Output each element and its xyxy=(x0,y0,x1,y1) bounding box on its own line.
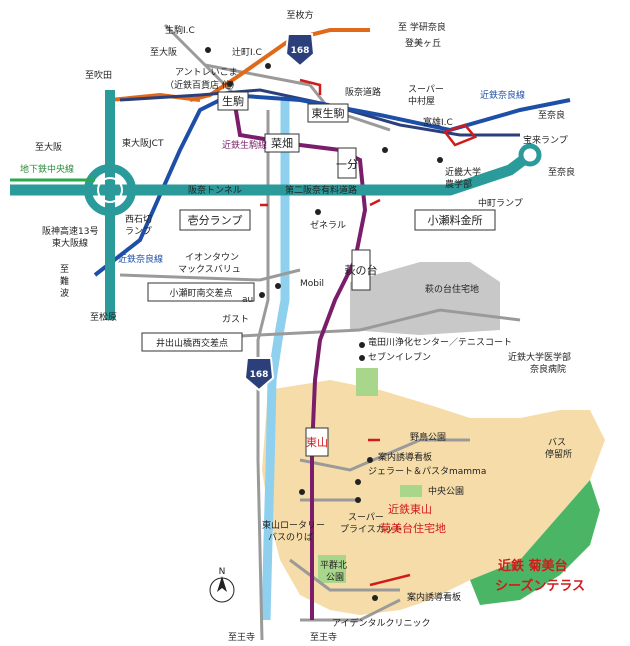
mobil-label: Mobil xyxy=(300,279,324,289)
super-price-2: プライスカット xyxy=(340,524,403,535)
route-shield-168-mid: 168 xyxy=(243,357,275,392)
highlight-title-1: 近鉄 菊美台 xyxy=(498,558,568,574)
dir-ouji-2: 至王寺 xyxy=(310,632,337,643)
chuo-park-fill xyxy=(400,485,422,497)
dir-namba-2: 難 xyxy=(60,275,69,287)
dir-suita: 至吹田 xyxy=(85,69,112,81)
route-shield-168-top: 168 xyxy=(284,33,316,68)
clinic-label: アイデンタルクリニック xyxy=(332,617,431,629)
nabata-label: 菜畑 xyxy=(271,137,293,150)
antre-label-1: アントレいこま xyxy=(175,67,238,78)
ichibu-ramp-label: 壱分ランプ xyxy=(188,213,243,227)
aeon-1: イオンタウン xyxy=(185,252,239,263)
hagidai-area-fill xyxy=(350,262,500,335)
supermarket-label-2: 中村屋 xyxy=(408,95,435,107)
gas-label: ガスト xyxy=(222,314,249,325)
chuo-park-label: 中央公園 xyxy=(428,485,464,497)
houran-label: 宝来ランプ xyxy=(523,134,568,146)
kasagi-tunnel-label: 阪奈トンネル xyxy=(188,184,242,196)
osaka-chuo-label: 地下鉄中央線 xyxy=(20,163,74,175)
dir-namba-3: 波 xyxy=(60,287,69,299)
gelato-label: ジェラート＆パスタmamma xyxy=(368,466,486,477)
tatsuta-center-label: 竜田川浄化センター／テニスコート xyxy=(368,336,512,348)
chumachi-label: 中町ランプ xyxy=(478,197,523,209)
kikumi-area-2: 菊美台住宅地 xyxy=(380,521,446,535)
daini-hanna-label: 第二阪奈有料道路 xyxy=(285,184,357,196)
nursing-2: 奈良病院 xyxy=(530,363,566,375)
svg-text:N: N xyxy=(219,567,226,577)
kikumi-area-1: 近鉄東山 xyxy=(388,502,432,516)
heigun-park-1: 平群北 xyxy=(320,559,347,571)
dir-nara-e: 至奈良 xyxy=(538,109,565,121)
guide1-label: 案内誘導看板 xyxy=(378,451,432,463)
higashiyama-label: 東山 xyxy=(306,436,328,449)
hanshin13-label: 阪神高速13号 xyxy=(42,225,98,237)
hagidai-area-label: 萩の台住宅地 xyxy=(425,283,479,295)
jct-ring-inner xyxy=(97,177,123,203)
super-price-1: スーパー xyxy=(348,512,384,523)
nishiishikiri-2: ランプ xyxy=(125,226,152,237)
higashi-ikoma-label: 東生駒 xyxy=(312,106,345,120)
dir-osaka-top: 至大阪 xyxy=(150,46,177,58)
aeon-2: マックスバリュ xyxy=(178,264,241,275)
ide-junction-label: 井出山橋西交差点 xyxy=(156,337,228,349)
dir-nara-e2: 至奈良 xyxy=(548,166,575,178)
kindai-agri-1: 近畿大学 xyxy=(445,166,481,178)
higashiosaka-jct-label: 東大阪JCT xyxy=(122,137,164,149)
bus-stop-1: バス xyxy=(548,437,566,448)
rotary-2: バスのりば xyxy=(268,532,313,543)
kikumi-area-fill xyxy=(262,380,605,615)
kose-toll-label: 小瀬料金所 xyxy=(428,213,483,227)
heigun-park-2: 公園 xyxy=(326,572,344,583)
hagi-no-dai-label: 萩の台 xyxy=(345,263,378,277)
kindai-agri-2: 農学部 xyxy=(445,178,472,190)
supermarket-label-1: スーパー xyxy=(408,84,444,95)
dir-namba-1: 至 xyxy=(60,264,69,275)
ikoma-label: 生駒 xyxy=(222,94,244,108)
poi-dots xyxy=(205,47,443,601)
kintetsu-nara-label: 近鉄奈良線 xyxy=(480,89,525,101)
svg-text:168: 168 xyxy=(291,46,310,56)
kose-junction-label: 小瀬町南交差点 xyxy=(169,287,232,299)
antre-label-2: （近鉄百貨店 他） xyxy=(165,79,240,91)
bus-stop-2: 停留所 xyxy=(545,448,572,460)
svg-text:168: 168 xyxy=(250,370,269,380)
chumachi-ring xyxy=(518,143,542,167)
au-label: au xyxy=(242,295,253,305)
green-belt xyxy=(470,480,600,605)
dir-hirakata: 至枚方 xyxy=(286,9,313,21)
nursing-1: 近鉄大学医学部 xyxy=(508,351,571,363)
kintetsu-nara-label-2: 近鉄奈良線 xyxy=(118,253,163,265)
rotary-1: 東山ロータリー xyxy=(262,519,325,531)
yacho-park-label: 野鳥公園 xyxy=(410,431,446,443)
heigun-park-fill xyxy=(318,555,346,583)
seven-label: セブンイレブン xyxy=(368,351,431,363)
north-compass-icon: N xyxy=(209,567,235,603)
higashi-osaka-line-label: 東大阪線 xyxy=(52,237,88,249)
dir-tomigaoka: 登美ヶ丘 xyxy=(405,37,441,49)
tsujimachi-ic-label: 辻町I.C xyxy=(232,46,262,58)
guide2-label: 案内誘導看板 xyxy=(407,591,461,603)
zenral-label: ゼネラル xyxy=(310,219,346,231)
dir-osaka-w: 至大阪 xyxy=(35,141,62,153)
highlight-title-2: シーズンテラス xyxy=(495,578,585,594)
tomio-ic-label: 富雄I.C xyxy=(423,116,453,128)
ikoma-ic-label: 生駒I.C xyxy=(165,24,195,36)
dir-ouji-1: 至王寺 xyxy=(228,632,255,643)
dir-matsubara: 至松原 xyxy=(90,311,117,323)
kintetsu-ikoma-label: 近鉄生駒線 xyxy=(222,139,267,151)
local-roads xyxy=(119,23,521,641)
higashiyama-park-fill xyxy=(356,368,378,396)
jct-ring xyxy=(84,164,136,216)
nishiishikiri-1: 西石切 xyxy=(125,214,152,225)
hanna-road-label: 阪奈道路 xyxy=(345,86,381,98)
ichibu-label: 一分 xyxy=(336,158,358,171)
dir-gakken: 至 学研奈良 xyxy=(398,21,446,33)
